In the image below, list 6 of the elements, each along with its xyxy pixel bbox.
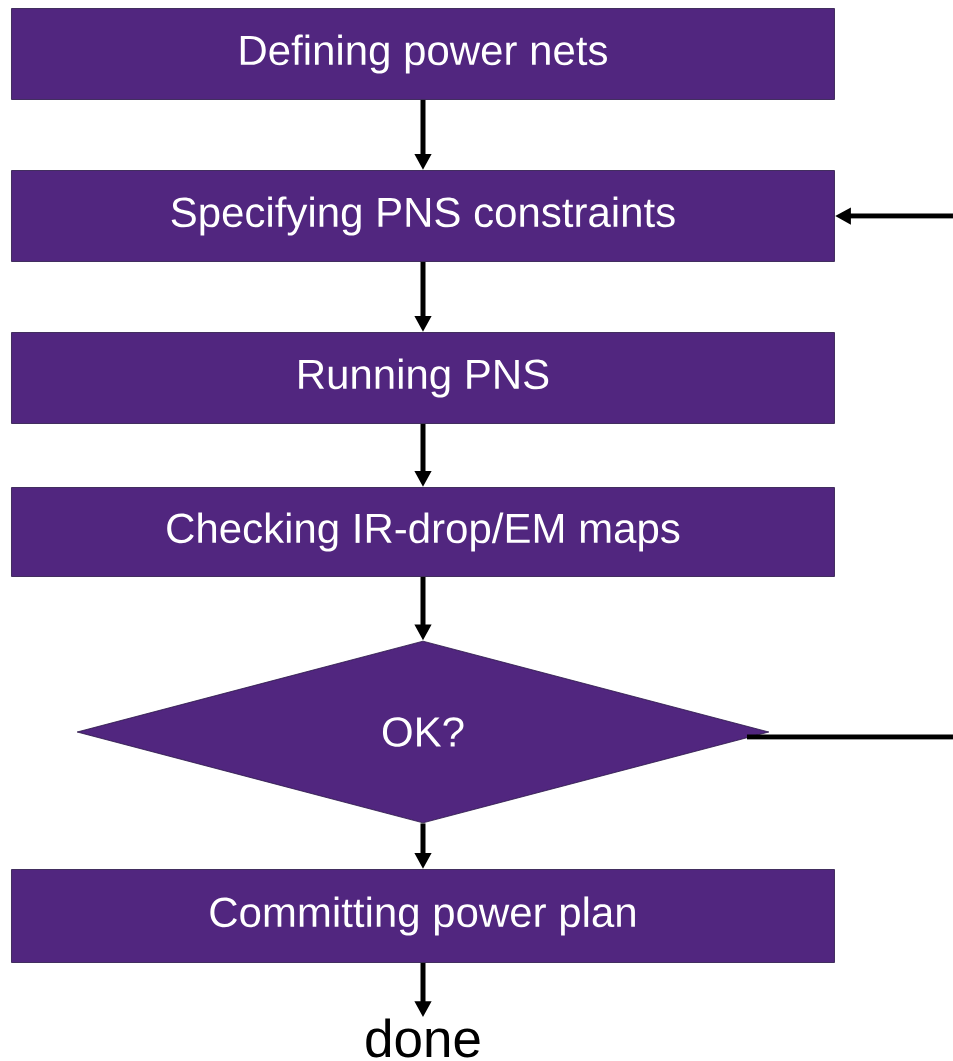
process-box: Running PNS [11, 332, 835, 424]
process-box: Specifying PNS constraints [11, 170, 835, 262]
process-box: Defining power nets [11, 8, 835, 100]
process-box: Committing power plan [11, 869, 835, 963]
end-label: done [366, 1018, 480, 1058]
process-box: Checking IR-drop/EM maps [11, 487, 835, 577]
